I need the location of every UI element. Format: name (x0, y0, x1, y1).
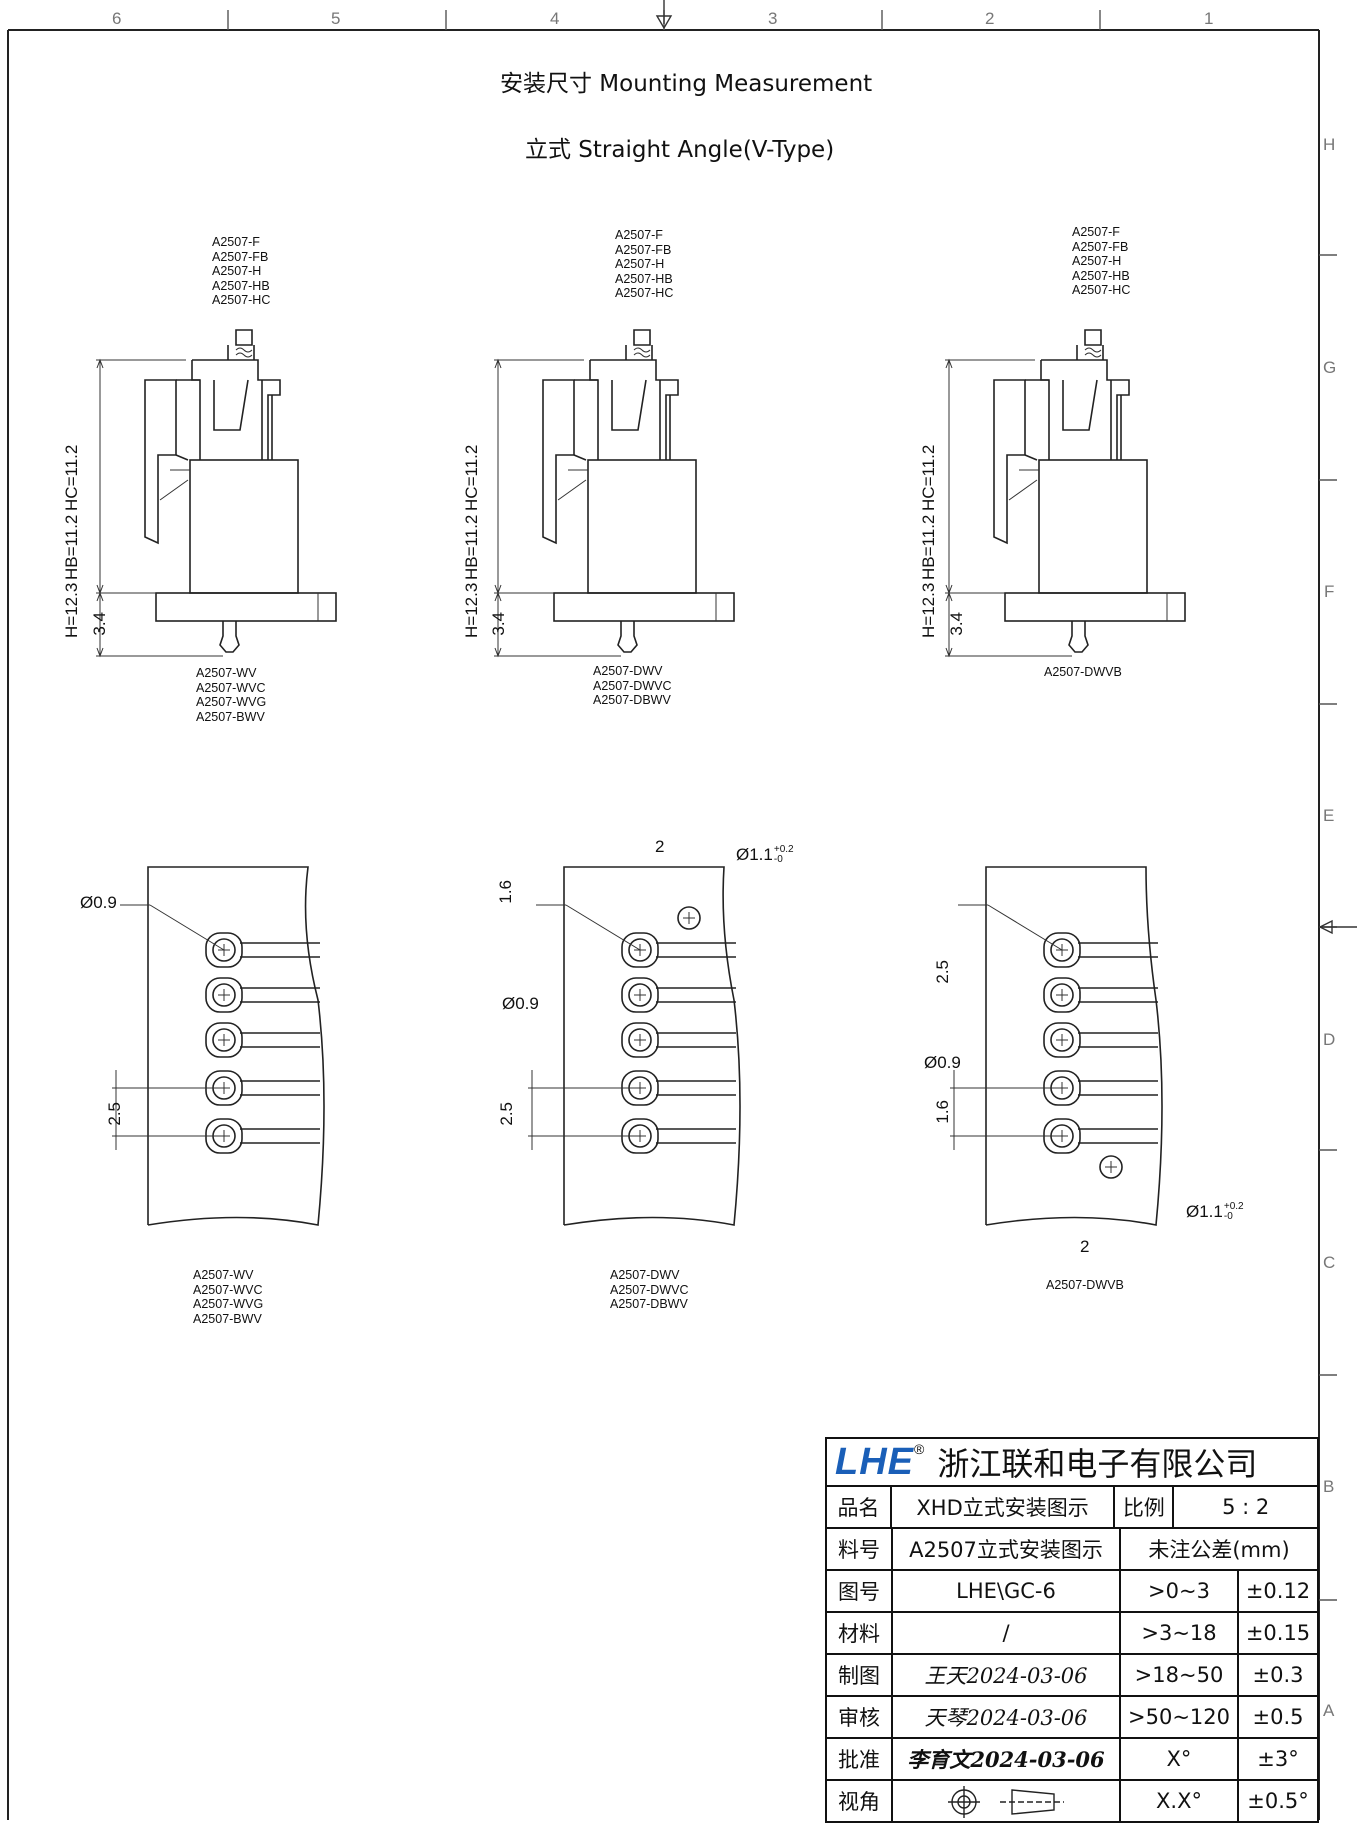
pcb-layout-view (112, 866, 325, 1226)
drawing-subtitle: 立式 Straight Angle(V-Type) (525, 137, 835, 163)
tb-tol-angle-value-1: ±3° (1237, 1737, 1319, 1781)
grid-col-2: 2 (985, 9, 995, 28)
tb-key-drawing-no: 图号 (825, 1569, 893, 1613)
grid-col-4: 4 (550, 9, 560, 28)
pcb2-offset-x: 2 (655, 837, 665, 856)
tb-checked-signature: 天琴2024-03-06 (891, 1695, 1121, 1739)
tb-tol-angle-1: X° (1119, 1737, 1239, 1781)
tb-tol-value-3: ±0.3 (1237, 1653, 1319, 1697)
side3-base-dim: 3.4 (947, 612, 966, 636)
pcb3-offset-x: 2 (1080, 1237, 1090, 1256)
pcb2-pitch-dim: 2.5 (497, 1102, 516, 1126)
tb-drawing-number: LHE\GC-6 (891, 1569, 1121, 1613)
pcb-layout-view (528, 866, 741, 1226)
pcb2-offset-y: 1.6 (496, 880, 515, 904)
grid-row-b: B (1323, 1477, 1335, 1496)
grid-row-e: E (1323, 806, 1335, 825)
pcb3-offset-y: 1.6 (933, 1100, 952, 1124)
tb-key-view: 视角 (825, 1779, 893, 1823)
tb-scale-label: 比例 (1113, 1485, 1175, 1529)
title-block-header: LHE® 浙江联和电子有限公司 (825, 1437, 1319, 1487)
grid-row-a: A (1323, 1701, 1335, 1720)
grid-col-6: 6 (112, 9, 122, 28)
tb-tol-angle-value-2: ±0.5° (1237, 1779, 1319, 1823)
tb-key-drawn: 制图 (825, 1653, 893, 1697)
grid-col-3: 3 (768, 9, 778, 28)
tb-part-number: A2507立式安装图示 (891, 1527, 1121, 1571)
tb-tol-range-1: >0~3 (1119, 1569, 1239, 1613)
drawing-title: 安装尺寸 Mounting Measurement (500, 71, 873, 97)
tb-drawn-signature: 王天2024-03-06 (891, 1653, 1121, 1697)
tb-key-name: 品名 (825, 1485, 892, 1529)
pcb3-pitch-dim: 2.5 (933, 960, 952, 984)
side-view (494, 329, 735, 658)
tb-tol-range-4: >50~120 (1119, 1695, 1239, 1739)
side-view (945, 329, 1186, 658)
pcb-layout-view (950, 866, 1163, 1226)
tb-key-checked: 审核 (825, 1695, 893, 1739)
tb-tol-value-4: ±0.5 (1237, 1695, 1319, 1739)
tb-tol-angle-2: X.X° (1119, 1779, 1239, 1823)
pcb3-labels: A2507-DWVB (1046, 1278, 1124, 1292)
pcb1-hole-dia: Ø0.9 (80, 893, 117, 912)
tb-material: / (891, 1611, 1121, 1655)
side3-bottom-labels: A2507-DWVB (1044, 665, 1122, 679)
tb-product-name: XHD立式安装图示 (889, 1485, 1116, 1529)
tb-scale-value: 5 : 2 (1172, 1485, 1319, 1529)
company-name: 浙江联和电子有限公司 (937, 1445, 1258, 1483)
grid-row-g: G (1323, 358, 1337, 377)
tb-tol-value-2: ±0.15 (1237, 1611, 1319, 1655)
pcb2-peg-dia: Ø1.1+0.2-0 (736, 844, 794, 865)
tb-projection-cell (891, 1779, 1121, 1823)
tb-tol-value-1: ±0.12 (1237, 1569, 1319, 1613)
lhe-logo: LHE® (835, 1440, 926, 1483)
tb-approved-signature: 李育文2024-03-06 (891, 1737, 1121, 1781)
side-view (96, 329, 337, 658)
pcb3-hole-dia: Ø0.9 (924, 1053, 961, 1072)
zone-ticks (227, 10, 1337, 1601)
tb-key-part: 料号 (825, 1527, 893, 1571)
grid-row-d: D (1323, 1030, 1336, 1049)
tb-tol-range-2: >3~18 (1119, 1611, 1239, 1655)
pcb1-pitch-dim: 2.5 (105, 1102, 124, 1126)
pcb3-peg-dia: Ø1.1+0.2-0 (1186, 1201, 1244, 1222)
pcb2-hole-dia: Ø0.9 (502, 994, 539, 1013)
tb-tolerance-header: 未注公差(mm) (1119, 1527, 1319, 1571)
grid-col-5: 5 (331, 9, 341, 28)
title-block: LHE®浙江联和电子有限公司 品名 XHD立式安装图示 比例 5 : 2 料号 … (825, 1437, 1319, 1823)
tb-key-material: 材料 (825, 1611, 893, 1655)
grid-col-1: 1 (1204, 9, 1214, 28)
center-marks (655, 0, 1357, 935)
side1-base-dim: 3.4 (90, 612, 109, 636)
side2-base-dim: 3.4 (489, 612, 508, 636)
grid-row-f: F (1324, 582, 1335, 601)
grid-row-h: H (1323, 135, 1336, 154)
tb-tol-range-3: >18~50 (1119, 1653, 1239, 1697)
tb-key-approved: 批准 (825, 1737, 893, 1781)
grid-row-c: C (1323, 1253, 1336, 1272)
